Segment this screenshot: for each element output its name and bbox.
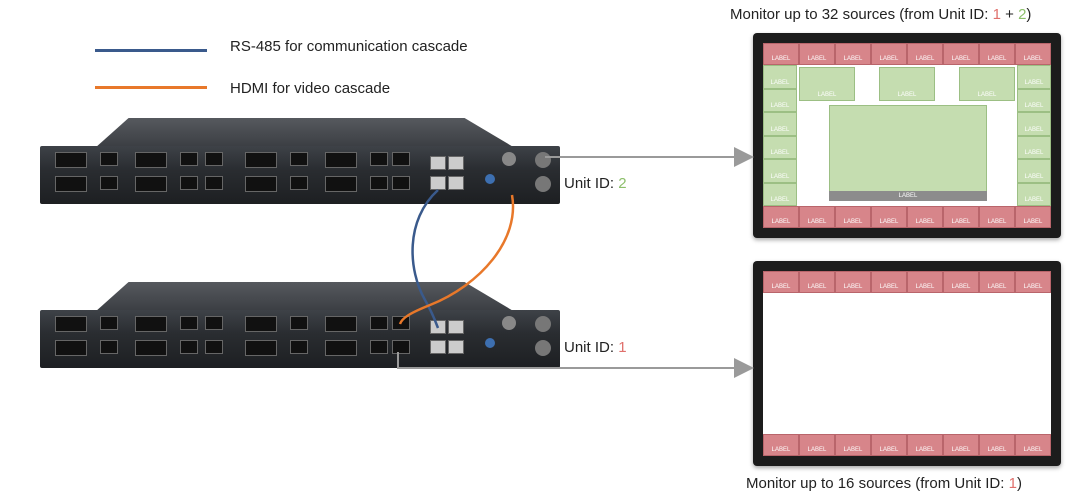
source-tile: LABEL	[979, 206, 1015, 228]
source-tile: LABEL	[763, 112, 797, 136]
top-monitor-plus: +	[1000, 6, 1019, 23]
source-tile: LABEL	[763, 271, 799, 293]
source-tile: LABEL	[835, 434, 871, 456]
source-tile: LABEL	[871, 434, 907, 456]
unit-1-label: Unit ID: 1	[564, 339, 627, 356]
hdmi-legend-line	[95, 86, 207, 89]
source-tile: LABEL	[799, 43, 835, 65]
main-source-tile	[829, 105, 987, 201]
source-tile: LABEL	[879, 67, 935, 101]
source-tile: LABEL	[763, 88, 797, 112]
source-tile: LABEL	[835, 271, 871, 293]
source-tile: LABEL	[1015, 206, 1051, 228]
source-tile: LABEL	[1017, 112, 1051, 136]
source-tile: LABEL	[907, 206, 943, 228]
source-tile: LABEL	[1015, 271, 1051, 293]
source-tile: LABEL	[1017, 65, 1051, 89]
unit-2-device	[40, 118, 560, 208]
unit-1-id: 1	[618, 339, 627, 356]
source-tile: LABEL	[835, 43, 871, 65]
bottom-monitor-caption-suffix: )	[1016, 475, 1022, 492]
bottom-monitor-caption: Monitor up to 16 sources (from Unit ID: …	[746, 475, 1022, 492]
source-tile: LABEL	[763, 65, 797, 89]
source-tile: LABEL	[799, 271, 835, 293]
source-tile: LABEL	[1017, 88, 1051, 112]
top-monitor-id-a: 1	[992, 6, 1001, 23]
source-tile: LABEL	[1017, 159, 1051, 183]
unit-1-label-prefix: Unit ID:	[564, 339, 619, 356]
source-tile: LABEL	[799, 434, 835, 456]
legend: RS-485 for communication cascade HDMI fo…	[90, 34, 510, 104]
source-tile: LABEL	[979, 434, 1015, 456]
bottom-monitor-id-a: 1	[1008, 475, 1017, 492]
rs485-legend-line	[95, 49, 207, 52]
source-tile: LABEL	[763, 135, 797, 159]
source-tile: LABEL	[835, 206, 871, 228]
source-tile: LABEL	[763, 43, 799, 65]
top-monitor-id-b: 2	[1018, 6, 1027, 23]
source-tile: LABEL	[907, 434, 943, 456]
top-monitor-caption: Monitor up to 32 sources (from Unit ID: …	[730, 6, 1031, 23]
source-tile: LABEL	[959, 67, 1015, 101]
source-tile: LABEL	[1015, 43, 1051, 65]
unit-2-label-prefix: Unit ID:	[564, 175, 619, 192]
source-tile: LABEL	[907, 271, 943, 293]
source-tile: LABEL	[943, 206, 979, 228]
rs485-legend-label: RS-485 for communication cascade	[230, 38, 468, 55]
source-tile: LABEL	[871, 271, 907, 293]
source-tile: LABEL	[943, 434, 979, 456]
source-tile: LABEL	[1017, 182, 1051, 206]
hdmi-legend-label: HDMI for video cascade	[230, 80, 391, 97]
unit-2-rear-panel	[40, 146, 560, 204]
source-tile: LABEL	[763, 434, 799, 456]
source-tile: LABEL	[763, 182, 797, 206]
top-monitor-caption-suffix: )	[1026, 6, 1032, 23]
unit-2-id: 2	[618, 175, 627, 192]
source-tile: LABEL	[943, 43, 979, 65]
source-tile: LABEL	[799, 206, 835, 228]
unit-2-label: Unit ID: 2	[564, 175, 627, 192]
unit-1-device	[40, 282, 560, 372]
source-tile: LABEL	[1015, 434, 1051, 456]
source-tile: LABEL	[871, 43, 907, 65]
source-tile: LABEL	[799, 67, 855, 101]
unit-1-rear-panel	[40, 310, 560, 368]
source-tile: LABEL	[871, 206, 907, 228]
bottom-monitor-caption-text: Monitor up to 16 sources (from Unit ID:	[746, 475, 1009, 492]
source-tile: LABEL	[763, 206, 799, 228]
top-monitor-caption-text: Monitor up to 32 sources (from Unit ID:	[730, 6, 993, 23]
source-tile: LABEL	[943, 271, 979, 293]
main-source-label: LABEL	[829, 191, 987, 201]
source-tile: LABEL	[763, 159, 797, 183]
source-tile: LABEL	[979, 43, 1015, 65]
source-tile: LABEL	[1017, 135, 1051, 159]
source-tile: LABEL	[907, 43, 943, 65]
source-tile: LABEL	[979, 271, 1015, 293]
